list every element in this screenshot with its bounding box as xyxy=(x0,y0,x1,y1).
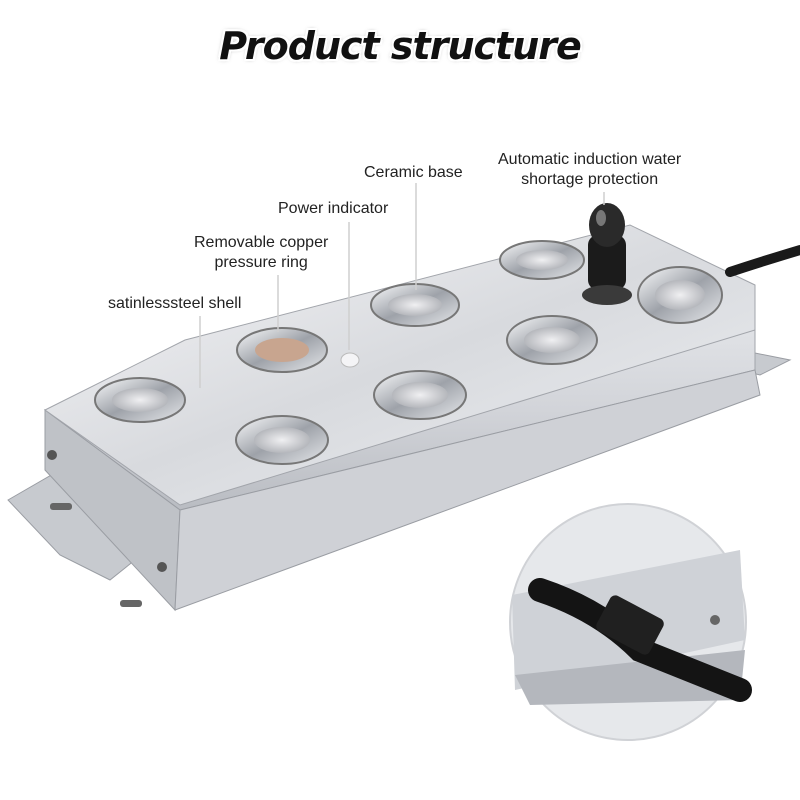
cable-connector-detail xyxy=(509,503,752,741)
screw-icon xyxy=(47,450,57,460)
slot-icon xyxy=(120,600,142,607)
housing-top-face xyxy=(44,224,756,506)
label-protection-line1: Automatic induction water xyxy=(498,151,682,168)
label-shell-text: satinlesssteel shell xyxy=(108,295,242,312)
label-shell: satinlesssteel shell xyxy=(108,294,241,314)
label-protection-line2: shortage protection xyxy=(521,171,659,188)
label-ceramic-base-text: Ceramic base xyxy=(364,164,463,181)
water-sensor xyxy=(582,203,632,305)
label-copper-ring-line1: Removable copper xyxy=(194,234,329,251)
label-power-indicator: Power indicator xyxy=(278,199,388,219)
label-protection: Automatic induction water shortage prote… xyxy=(498,150,681,190)
label-copper-ring: Removable copper pressure ring xyxy=(194,233,328,273)
label-power-indicator-text: Power indicator xyxy=(278,200,389,217)
pointer-lines xyxy=(199,183,605,388)
mist-outlet-rings xyxy=(94,240,723,465)
housing-bottom-face xyxy=(174,369,761,611)
label-copper-ring-line2: pressure ring xyxy=(214,254,308,271)
page-title: Product structure xyxy=(219,24,582,68)
power-cable xyxy=(725,245,800,277)
power-indicator-led xyxy=(340,352,360,368)
slot-icon xyxy=(50,503,72,510)
screw-icon xyxy=(157,562,167,572)
label-ceramic-base: Ceramic base xyxy=(364,163,463,183)
